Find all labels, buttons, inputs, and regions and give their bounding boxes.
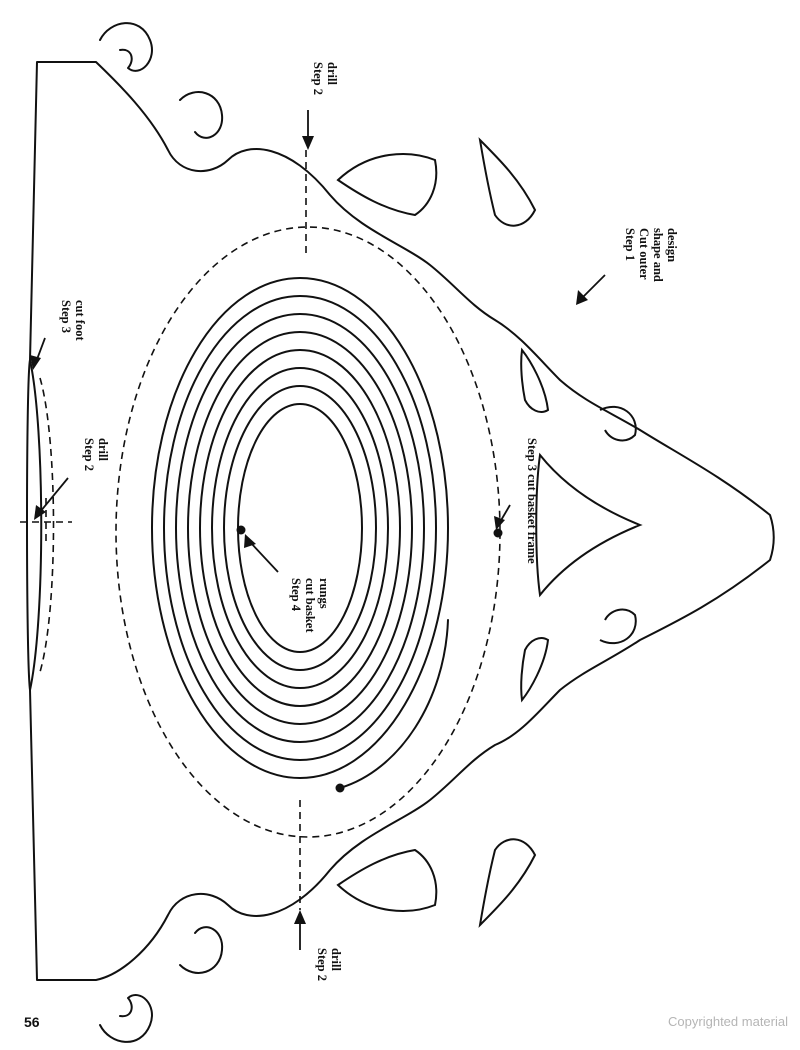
- design-cutout-right-scroll: [599, 405, 637, 442]
- arrow-step1: [576, 274, 606, 305]
- bottom-scroll-curl: [99, 994, 153, 1043]
- label-step3-frame: Step 3 cut basket frame: [525, 438, 539, 564]
- basket-frame-dashed-oval: [115, 226, 501, 838]
- design-cutout-upper-teardrop: [520, 347, 550, 413]
- design-cutout-top-flame: [478, 137, 537, 227]
- label-step2-top: Step 2 drill: [311, 62, 339, 98]
- arrow-step4: [244, 534, 279, 573]
- label-step4: Step 4 cut basket rungs: [289, 578, 331, 636]
- arrow-step3-frame: [494, 504, 511, 530]
- design-cutout-bottom-leaf: [336, 848, 438, 912]
- top-scroll-curl: [99, 22, 153, 72]
- basket-rungs-spiral: [151, 277, 449, 789]
- label-step2-left: Step 2 drill: [82, 438, 110, 474]
- foot-dashed-line: [39, 377, 55, 673]
- arrow-step3-foot: [30, 337, 46, 370]
- rung-start-drill-dot: [236, 525, 246, 535]
- arrow-step2-bottom: [294, 910, 306, 950]
- rung-end-drill-dot: [335, 783, 345, 793]
- label-step3-foot: Step 3 cut foot: [59, 300, 87, 341]
- label-step1: Step 1 Cut outer shape and design: [623, 228, 679, 285]
- label-step2-bottom: Step 2 drill: [315, 948, 343, 984]
- bottom-scroll-curl-2: [179, 926, 224, 974]
- arrow-step2-left: [34, 477, 69, 520]
- top-scroll-curl-2: [179, 91, 224, 139]
- outer-shape-outline: [26, 61, 775, 981]
- design-cutout-top-leaf: [336, 153, 438, 217]
- design-cutout-bottom-flame: [478, 838, 537, 928]
- page-number: 56: [24, 1014, 40, 1030]
- design-cutout-right-scroll-2: [599, 608, 637, 645]
- frame-drill-dot: [493, 528, 503, 538]
- arrow-step2-top: [302, 110, 314, 150]
- design-cutout-center-heart: [535, 452, 643, 598]
- copyright-notice: Copyrighted material: [668, 1014, 788, 1029]
- design-cutout-lower-teardrop: [520, 637, 550, 703]
- foot-arc: [29, 359, 43, 691]
